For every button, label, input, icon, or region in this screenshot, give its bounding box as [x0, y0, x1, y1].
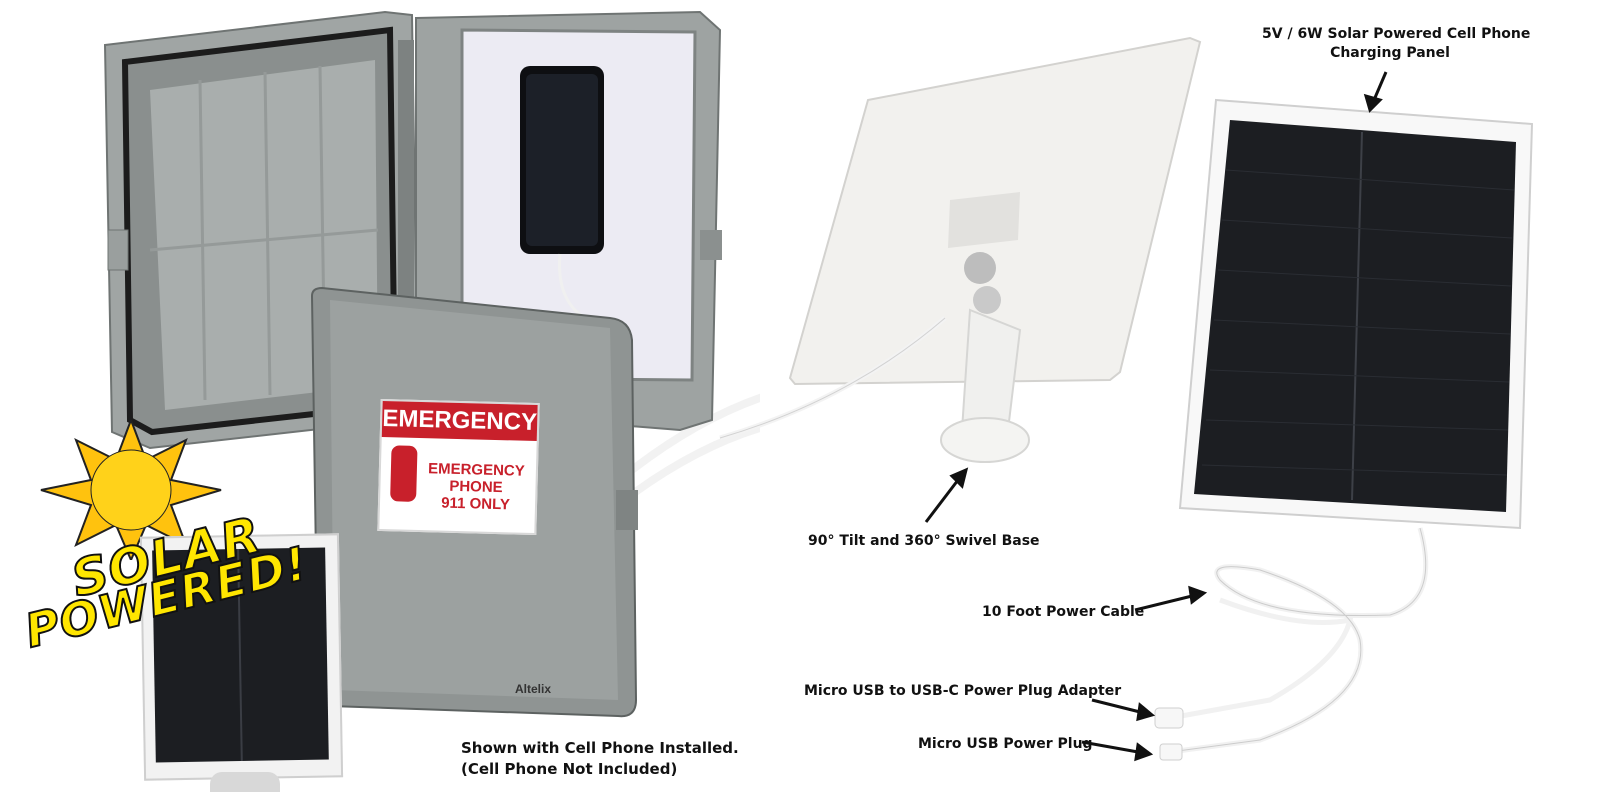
- adapter-callout: Micro USB to USB-C Power Plug Adapter: [804, 683, 1122, 699]
- phone-handset-icon: [390, 445, 418, 502]
- brand-logo: Altelix: [515, 682, 552, 696]
- emergency-sticker: EMERGENCY EMERGENCY PHONE 911 ONLY: [377, 398, 540, 536]
- swivel-callout: 90° Tilt and 360° Swivel Base: [808, 533, 1040, 549]
- solar-panel-illustration: [719, 36, 1534, 762]
- cell-phone: [520, 66, 604, 328]
- panel-front-view: [1178, 98, 1534, 530]
- power-cable: [1169, 527, 1429, 755]
- usb-c-adapter-icon: [1154, 707, 1184, 729]
- panel-rear-view: [719, 36, 1202, 463]
- installed-caption-line1: Shown with Cell Phone Installed.: [461, 739, 739, 757]
- enclosure-hinge: [398, 40, 414, 380]
- sun-icon: [40, 420, 222, 560]
- installed-caption-line2: (Cell Phone Not Included): [461, 760, 678, 778]
- callout-arrows: [924, 71, 1388, 762]
- power-cable-outline: [1169, 527, 1427, 753]
- cable-callout: 10 Foot Power Cable: [982, 604, 1145, 620]
- sticker-title: EMERGENCY: [381, 400, 538, 442]
- panel-callout-line2: Charging Panel: [1330, 45, 1450, 61]
- micro-usb-plug-icon: [1159, 743, 1183, 761]
- sticker-line3: 911 ONLY: [440, 494, 511, 514]
- enclosure-illustration: [103, 10, 760, 718]
- panel-callout-line1: 5V / 6W Solar Powered Cell Phone: [1262, 26, 1531, 42]
- plug-callout: Micro USB Power Plug: [918, 736, 1093, 752]
- thumbnail-mount: [210, 772, 280, 792]
